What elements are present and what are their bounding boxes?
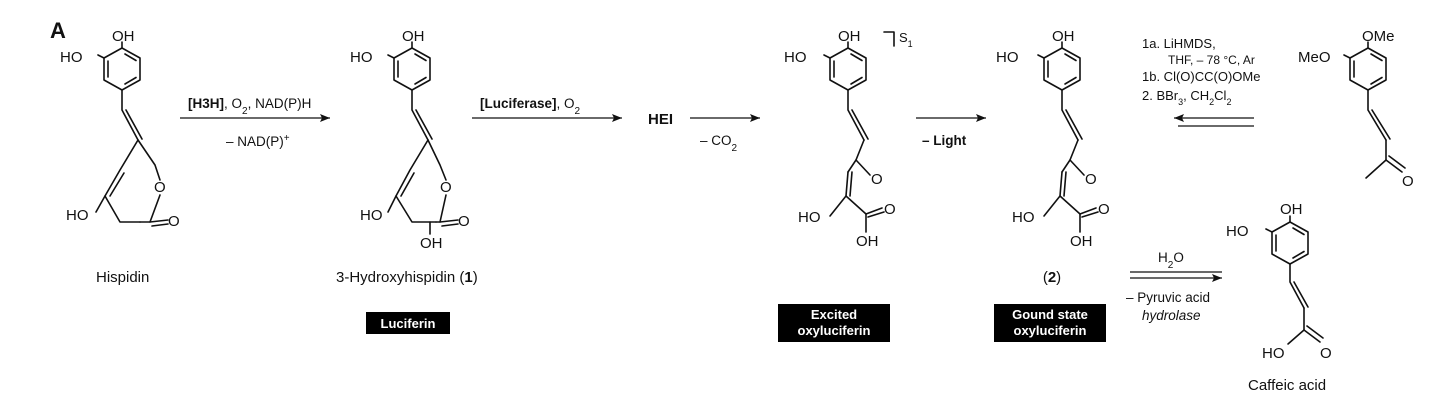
hispidin-carbonyl-o: O	[168, 213, 180, 230]
excited-state-label: S1	[899, 30, 913, 49]
ground-oxyluciferin-structure: OH HO O O HO OH	[996, 28, 1110, 250]
hydrolysis-byproduct: – Pyruvic acid	[1126, 290, 1210, 305]
hydrolysis-arrow	[1130, 271, 1222, 282]
gs-ketone-o: O	[1085, 171, 1097, 188]
excited-badge-line2: oxyluciferin	[798, 323, 871, 338]
hispidin-ho-label: HO	[60, 49, 83, 66]
hh-oh-bottom: OH	[420, 235, 443, 252]
step2-arrow	[472, 114, 622, 122]
step2-conditions: [Luciferase], O2	[480, 96, 581, 117]
ca-ho-label: HO	[1226, 223, 1249, 240]
gs-ho-bottom: HO	[1012, 209, 1035, 226]
methoxy-enone-structure: OMe MeO O	[1298, 28, 1414, 190]
hh-carbonyl-o: O	[458, 213, 470, 230]
excited-badge-line1: Excited	[811, 307, 857, 322]
hh-oh-label: OH	[402, 28, 425, 45]
gs-oh-label: OH	[1052, 28, 1075, 45]
excited-state-bracket	[883, 31, 895, 47]
ground-badge-line2: oxyluciferin	[1014, 323, 1087, 338]
enone-ome-label: OMe	[1362, 28, 1395, 45]
hydroxyhispidin-structure: OH HO O O HO OH	[350, 28, 470, 252]
hh-ho-bottom: HO	[360, 207, 383, 224]
hispidin-name: Hispidin	[96, 269, 149, 286]
luciferin-badge: Luciferin	[381, 316, 436, 331]
ground-badge-bg	[994, 304, 1106, 342]
ca-ho-bottom: HO	[1262, 345, 1285, 362]
synthesis-conditions: 1a. LiHMDS, THF, – 78 °C, Ar 1b. Cl(O)CC…	[1142, 36, 1260, 107]
ex-ho-label: HO	[784, 49, 807, 66]
hispidin-structure: OH HO O O HO	[60, 28, 180, 230]
hispidin-ring-o: O	[154, 179, 166, 196]
enone-meo-label: MeO	[1298, 49, 1331, 66]
svg-text:1b. Cl(O)CC(O)OMe: 1b. Cl(O)CC(O)OMe	[1142, 69, 1260, 84]
synthesis-arrow	[1174, 114, 1254, 127]
excited-badge-bg	[778, 304, 890, 342]
ex-oh-label: OH	[838, 28, 861, 45]
step3-byproduct: – CO2	[700, 133, 738, 154]
gs-acid-o: O	[1098, 201, 1110, 218]
caffeic-acid-name: Caffeic acid	[1248, 377, 1326, 394]
step4-byproduct: – Light	[922, 133, 967, 148]
panel-letter: A	[50, 18, 66, 43]
svg-text:1a. LiHMDS,: 1a. LiHMDS,	[1142, 36, 1216, 51]
hydrolysis-enzyme: hydrolase	[1142, 308, 1201, 323]
ca-carbonyl-o: O	[1320, 345, 1332, 362]
ground-number: (2)	[1043, 269, 1061, 286]
ca-oh-label: OH	[1280, 201, 1303, 218]
hydroxyhispidin-name: 3-Hydroxyhispidin (1)	[336, 269, 478, 286]
hh-ring-o: O	[440, 179, 452, 196]
gs-oh-bottom: OH	[1070, 233, 1093, 250]
luciferin-badge-bg	[366, 312, 450, 334]
svg-text:2. BBr3, CH2Cl2: 2. BBr3, CH2Cl2	[1142, 88, 1231, 107]
caffeic-acid-structure: OH HO HO O	[1226, 201, 1332, 362]
svg-text:THF, – 78 °C, Ar: THF, – 78 °C, Ar	[1168, 53, 1255, 67]
step1-conditions: [H3H], O2, NAD(P)H	[188, 96, 311, 117]
ex-oh-bottom: OH	[856, 233, 879, 250]
step1-byproduct: – NAD(P)+	[226, 133, 290, 150]
hei-label: HEI	[648, 111, 673, 128]
hh-ho-label: HO	[350, 49, 373, 66]
hispidin-oh-label: OH	[112, 28, 135, 45]
step4-arrow	[916, 114, 986, 122]
hydrolysis-reagent: H2O	[1158, 250, 1184, 271]
enone-carbonyl-o: O	[1402, 173, 1414, 190]
ground-badge-line1: Gound state	[1012, 307, 1088, 322]
step3-arrow	[690, 114, 760, 122]
hispidin-ho-bottom: HO	[66, 207, 89, 224]
step1-arrow	[180, 114, 330, 122]
gs-ho-label: HO	[996, 49, 1019, 66]
excited-oxyluciferin-structure: OH HO O O HO OH	[784, 28, 896, 250]
ex-ketone-o: O	[871, 171, 883, 188]
ex-ho-bottom: HO	[798, 209, 821, 226]
ex-acid-o: O	[884, 201, 896, 218]
